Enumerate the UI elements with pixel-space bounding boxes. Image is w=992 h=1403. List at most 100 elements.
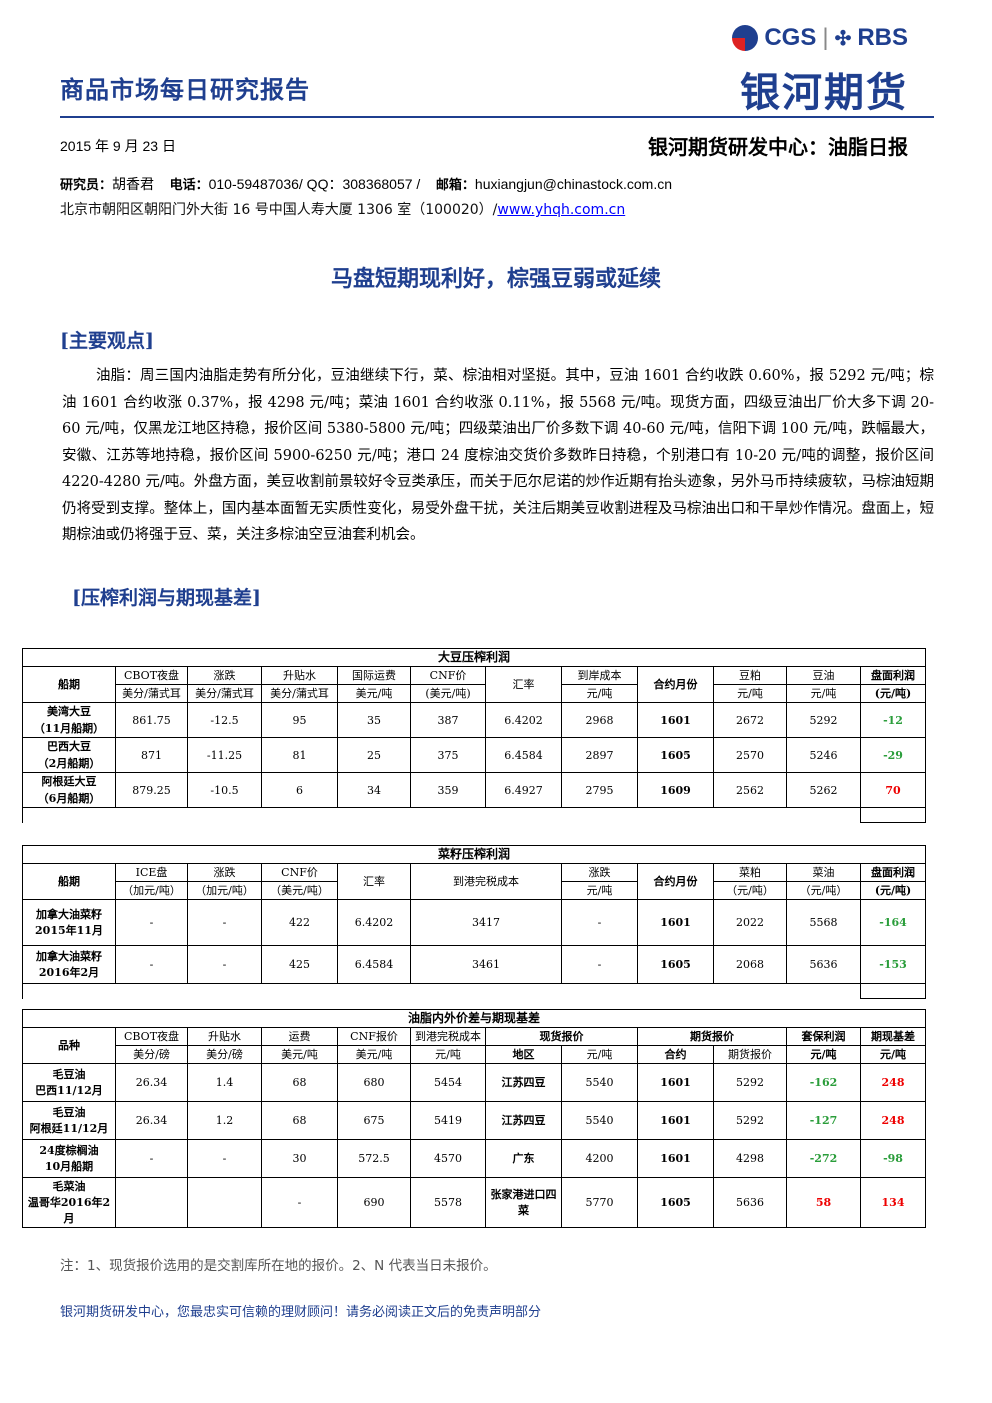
soy-h-profit: 盘面利润 bbox=[859, 666, 927, 685]
basis-h-fut: 期货报价 bbox=[637, 1027, 787, 1046]
basis-u-spot: 元/吨 bbox=[561, 1045, 638, 1064]
rapeseed-table-title: 菜籽压榨利润 bbox=[21, 845, 927, 864]
basis-u-futp: 期货报价 bbox=[713, 1045, 787, 1064]
table-cell: 2068 bbox=[713, 945, 787, 984]
soy-u-chg: 美分/蒲式耳 bbox=[187, 684, 262, 703]
soy-h-freight: 国际运费 bbox=[337, 666, 411, 685]
table-cell: 68 bbox=[261, 1063, 338, 1102]
table-cell: -29 bbox=[859, 737, 927, 773]
rs-h-oil: 菜油 bbox=[786, 863, 861, 882]
soy-h-prem: 升贴水 bbox=[261, 666, 338, 685]
soy-h-ship: 船期 bbox=[22, 666, 116, 703]
rs-h-cnf: CNF价 bbox=[261, 863, 338, 882]
rs-h-meal: 菜粕 bbox=[713, 863, 787, 882]
basis-h-cnf: CNF报价 bbox=[337, 1027, 411, 1046]
soy-u-oil: 元/吨 bbox=[786, 684, 861, 703]
main-views-paragraph: 油脂：周三国内油脂走势有所分化，豆油继续下行，菜、棕油相对坚挺。其中，豆油 16… bbox=[62, 368, 934, 543]
table-cell: 35 bbox=[337, 702, 411, 738]
table-cell: 张家港进口四菜 bbox=[485, 1177, 562, 1228]
table-cell: 5578 bbox=[410, 1177, 486, 1228]
table-cell: 2968 bbox=[561, 702, 638, 738]
table-cell: 3461 bbox=[410, 945, 562, 984]
rs-h-chg: 涨跌 bbox=[187, 863, 262, 882]
table-cell: 375 bbox=[410, 737, 486, 773]
table-cell: 25 bbox=[337, 737, 411, 773]
table-cell: 5636 bbox=[713, 1177, 787, 1228]
rs-u-oil: （元/吨） bbox=[786, 881, 861, 900]
table-cell: 5454 bbox=[410, 1063, 486, 1102]
basis-h-prem: 升贴水 bbox=[187, 1027, 262, 1046]
rs-h-profit: 盘面利润 bbox=[859, 863, 927, 882]
soy-h-cost: 到岸成本 bbox=[561, 666, 638, 685]
table-cell: 425 bbox=[261, 945, 338, 984]
table-cell: - bbox=[187, 899, 262, 946]
table-cell: 6.4927 bbox=[485, 772, 562, 808]
basis-h-hedge: 套保利润 bbox=[786, 1027, 861, 1046]
table-cell: - bbox=[561, 899, 638, 946]
report-title: 马盘短期现利好，棕强豆弱或延续 bbox=[330, 266, 661, 292]
table-cell: 2672 bbox=[713, 702, 787, 738]
phone-label: 电话： bbox=[169, 178, 209, 193]
header-divider bbox=[60, 116, 934, 118]
basis-u-hedge: 元/吨 bbox=[786, 1045, 861, 1064]
table-cell: 248 bbox=[859, 1101, 927, 1140]
phone-value: 010-59487036/ QQ：308368057 / bbox=[208, 176, 421, 192]
table-cell: - bbox=[115, 945, 188, 984]
table-cell: 5292 bbox=[713, 1063, 787, 1102]
table-cell bbox=[115, 1177, 188, 1228]
website-link[interactable]: www.yhqh.com.cn bbox=[497, 202, 626, 218]
table-cell: 美湾大豆 bbox=[22, 702, 116, 720]
table-cell: 68 bbox=[261, 1101, 338, 1140]
table-cell: 5540 bbox=[561, 1063, 638, 1102]
table-cell: - bbox=[115, 899, 188, 946]
basis-u-contract: 合约 bbox=[637, 1045, 714, 1064]
report-series-title: 商品市场每日研究报告 bbox=[60, 76, 310, 104]
table-cell: 1605 bbox=[637, 1177, 714, 1228]
table-cell: - bbox=[261, 1177, 338, 1228]
basis-u-basis: 元/吨 bbox=[859, 1045, 927, 1064]
table-cell: 5292 bbox=[713, 1101, 787, 1140]
table-cell: 毛菜油温哥华2016年2月 bbox=[22, 1177, 116, 1228]
rs-u-chg2: 元/吨 bbox=[561, 881, 638, 900]
basis-h-cost: 到港完税成本 bbox=[410, 1027, 486, 1046]
rs-u-ice: （加元/吨） bbox=[115, 881, 188, 900]
table-cell: 675 bbox=[337, 1101, 411, 1140]
basis-h-cbot: CBOT夜盘 bbox=[115, 1027, 188, 1046]
soy-h-month: 合约月份 bbox=[637, 666, 714, 703]
table-cell: （6月船期） bbox=[22, 790, 116, 808]
soy-u-cost: 元/吨 bbox=[561, 684, 638, 703]
table-cell: -272 bbox=[786, 1139, 861, 1178]
table-cell: 毛豆油阿根廷11/12月 bbox=[22, 1101, 116, 1140]
basis-u-cnf: 美元/吨 bbox=[337, 1045, 411, 1064]
logo-cgs-text: CGS bbox=[764, 24, 817, 51]
cgs-logo-icon bbox=[732, 25, 759, 51]
table-cell: 4298 bbox=[713, 1139, 787, 1178]
logo-cn-text: 银河期货 bbox=[740, 70, 908, 116]
soy-table-title: 大豆压榨利润 bbox=[21, 648, 927, 667]
email-value: huxiangjun@chinastock.com.cn bbox=[474, 176, 672, 192]
rs-u-profit: (元/吨) bbox=[859, 881, 927, 900]
table-cell: 34 bbox=[337, 772, 411, 808]
soy-h-cnf: CNF价 bbox=[410, 666, 486, 685]
table-cell: 134 bbox=[859, 1177, 927, 1228]
table-cell: 1601 bbox=[637, 702, 714, 738]
table-cell: 5419 bbox=[410, 1101, 486, 1140]
basis-u-region: 地区 bbox=[485, 1045, 562, 1064]
soybean-crush-table: 大豆压榨利润 船期 CBOT夜盘 涨跌 升贴水 国际运费 CNF价 汇率 到岸成… bbox=[21, 648, 927, 823]
table-cell: 6.4202 bbox=[337, 899, 411, 946]
soy-u-prem: 美分/蒲式耳 bbox=[261, 684, 338, 703]
soy-u-cbot: 美分/蒲式耳 bbox=[115, 684, 188, 703]
table-cell: -98 bbox=[859, 1139, 927, 1178]
table-cell: 5636 bbox=[786, 945, 861, 984]
table-cell: 6.4202 bbox=[485, 702, 562, 738]
oils-basis-table: 油脂内外价差与期现基差 品种 CBOT夜盘 升贴水 运费 CNF报价 到港完税成… bbox=[21, 1009, 927, 1228]
rs-h-fx: 汇率 bbox=[337, 863, 411, 900]
contact-line: 研究员：胡香君 电话：010-59487036/ QQ：308368057 / … bbox=[60, 174, 672, 194]
table-cell: -12.5 bbox=[187, 702, 262, 738]
table-cell: 毛豆油巴西11/12月 bbox=[22, 1063, 116, 1102]
table-cell: -11.25 bbox=[187, 737, 262, 773]
soy-h-cbot: CBOT夜盘 bbox=[115, 666, 188, 685]
table-cell: - bbox=[187, 945, 262, 984]
table-cell: 58 bbox=[786, 1177, 861, 1228]
